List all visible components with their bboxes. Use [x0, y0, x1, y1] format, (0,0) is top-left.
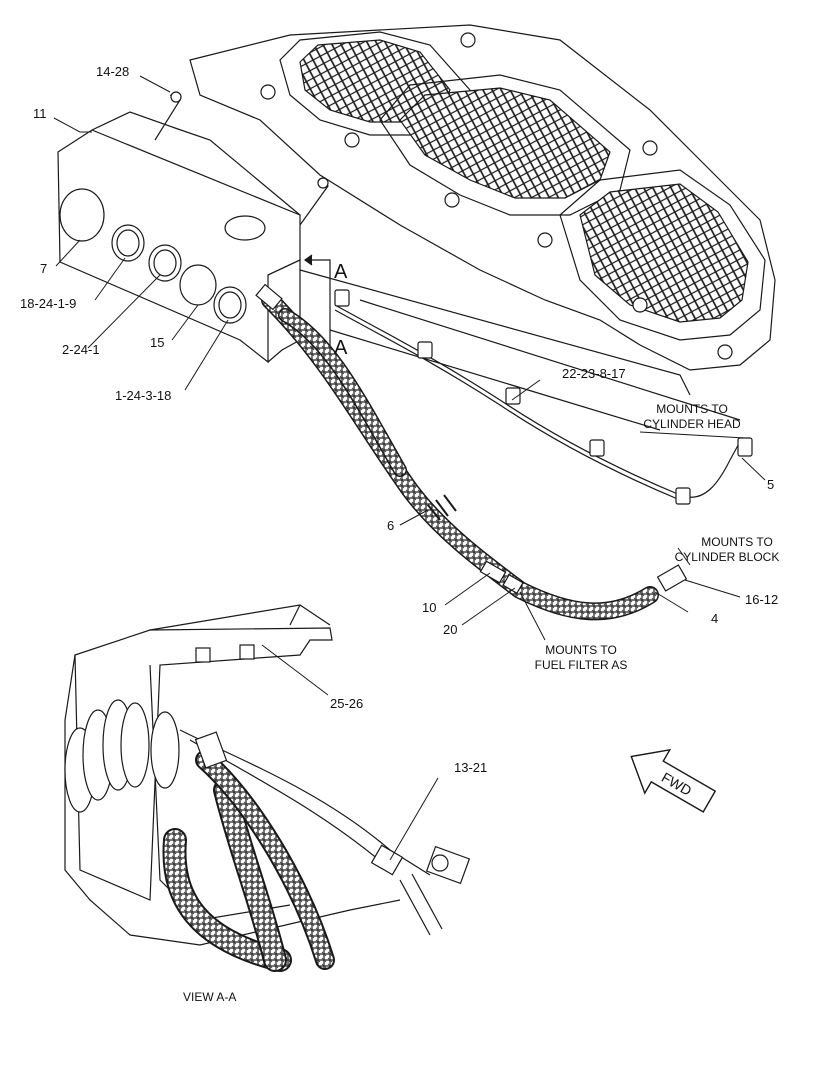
- note-cylinder-head: MOUNTS TO CYLINDER HEAD: [632, 402, 752, 432]
- section-marker-bottom: A: [334, 337, 348, 359]
- fitting-20: [502, 573, 524, 595]
- callout-4: 4: [711, 611, 719, 626]
- valve-cover-2: [379, 74, 631, 216]
- callout-18-24-1-9: 18-24-1-9: [20, 296, 77, 311]
- callout-10: 10: [422, 600, 437, 615]
- callout-22-23-8-17: 22-23-8-17: [562, 366, 626, 381]
- leader-13-21: [389, 777, 439, 861]
- harness-wire: [334, 304, 743, 498]
- view-stud: [399, 873, 443, 936]
- bracket-plate: [57, 129, 301, 364]
- section-marker-top: A: [334, 261, 348, 283]
- fitting-16-12: [656, 564, 688, 592]
- mounting-bracket: [57, 91, 329, 364]
- callout-13-21: 13-21: [454, 760, 488, 775]
- valve-cover-2-grill: [399, 87, 611, 199]
- callout-2-24-1: 2-24-1: [62, 342, 100, 357]
- callout-15: 15: [150, 335, 165, 350]
- view-top-flange: [149, 604, 331, 631]
- note-fuel-filter-line2: FUEL FILTER AS: [534, 658, 628, 672]
- note-cylinder-block-line2: CYLINDER BLOCK: [674, 550, 780, 564]
- valve-cover-group: [189, 24, 776, 431]
- note-fuel-filter-line1: MOUNTS TO: [545, 643, 617, 657]
- note-cylinder-block-line1: MOUNTS TO: [701, 535, 773, 549]
- callout-1-24-3-18: 1-24-3-18: [115, 388, 172, 403]
- leader-25-26: [261, 644, 329, 696]
- callout-16-12: 16-12: [745, 592, 779, 607]
- valve-cover-outline: [189, 24, 776, 371]
- note-fuel-filter: MOUNTS TO FUEL FILTER AS: [522, 643, 640, 673]
- bracket-hole-15: [179, 264, 217, 306]
- valve-cover-3-grill: [579, 183, 749, 323]
- callout-25-26: 25-26: [330, 696, 364, 711]
- clip-5: [737, 437, 753, 457]
- view-label: VIEW A-A: [183, 990, 237, 1004]
- hose-end-fitting: [255, 283, 283, 311]
- view-fitting: [194, 731, 228, 769]
- note-cylinder-head-line1: MOUNTS TO: [656, 402, 728, 416]
- valve-cover-3: [559, 169, 766, 341]
- view-bracket-plate: [74, 627, 333, 901]
- engine-block-edge: [299, 269, 741, 431]
- view-grommets: [64, 699, 180, 813]
- callout-20: 20: [443, 622, 458, 637]
- callout-6: 6: [387, 518, 395, 533]
- section-view: [64, 604, 471, 972]
- callout-14-28: 14-28: [96, 64, 130, 79]
- note-cylinder-block: MOUNTS TO CYLINDER BLOCK: [664, 535, 790, 565]
- view-clip: [370, 844, 404, 876]
- cover-bolts: [260, 32, 733, 360]
- callout-7: 7: [40, 261, 48, 276]
- note-cylinder-head-line2: CYLINDER HEAD: [643, 417, 741, 431]
- fuel-hose: [255, 283, 688, 621]
- hose-clamp: [427, 494, 457, 521]
- bracket-hole-7: [59, 188, 105, 242]
- callout-11: 11: [33, 106, 47, 121]
- fwd-arrow: FWD: [630, 748, 717, 813]
- view-engine-side: [64, 654, 401, 946]
- callout-5: 5: [767, 477, 775, 492]
- bracket-top-hole: [224, 215, 266, 241]
- fitting-10: [479, 560, 507, 584]
- bracket-top-flange: [91, 111, 301, 216]
- leader-lines: [53, 75, 766, 641]
- wire-harness: [334, 289, 753, 505]
